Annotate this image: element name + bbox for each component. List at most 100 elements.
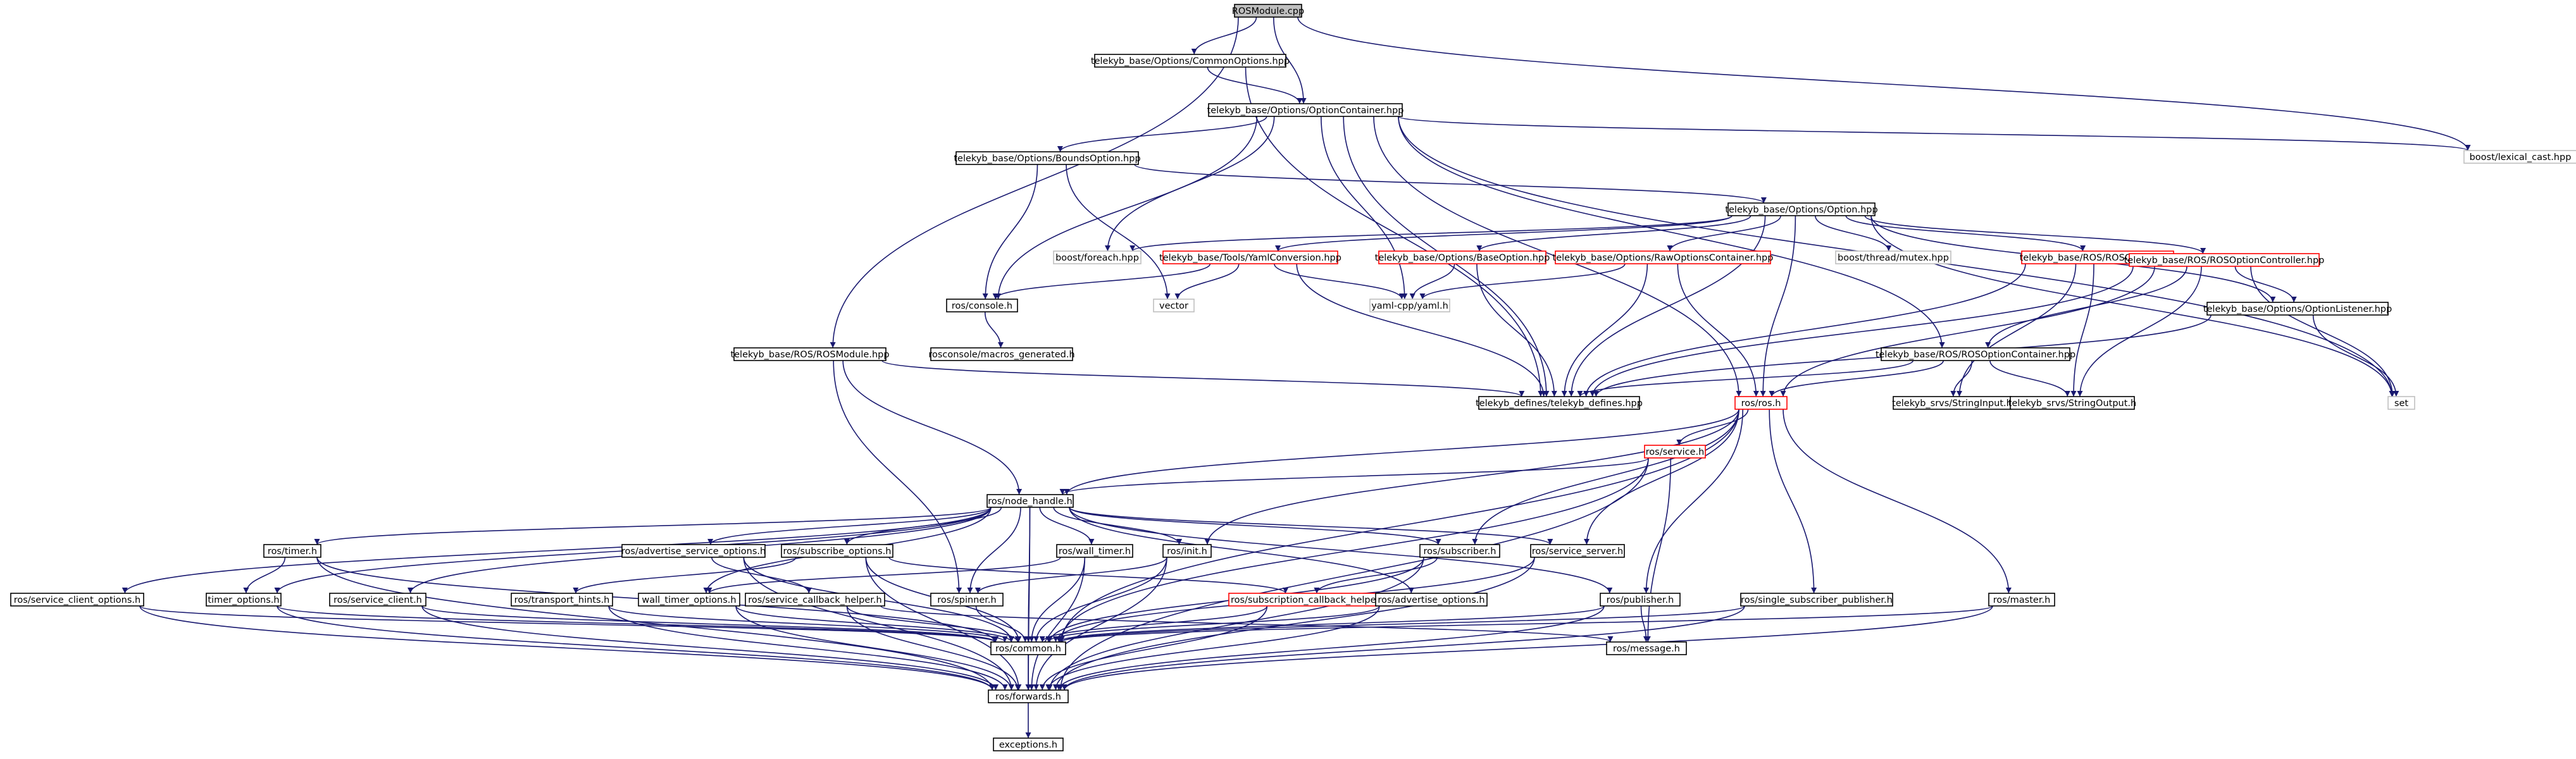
graph-node-node-handle[interactable]: ros/node_handle.h: [986, 494, 1074, 508]
edge-option_container-to-ros_option_container: [1398, 116, 1945, 349]
node-box: [2387, 396, 2415, 410]
node-label: vector: [1159, 301, 1188, 311]
graph-node-service-callback-helper[interactable]: ros/service_callback_helper.h: [745, 593, 885, 607]
node-box: [993, 737, 1064, 751]
node-label: telekyb_base/ROS/ROSOptionContainer.hpp: [1876, 350, 2075, 360]
graph-node-ros-console[interactable]: ros/console.h: [946, 299, 1018, 312]
graph-node-ros-timer[interactable]: ros/timer.h: [263, 544, 321, 558]
graph-node-transport-hints[interactable]: ros/transport_hints.h: [511, 593, 613, 607]
node-box: [1988, 593, 2055, 607]
edge-advertise_options-to-ros_common: [1045, 605, 1380, 643]
graph-node-exceptions[interactable]: exceptions.h: [993, 737, 1064, 751]
node-box: [988, 689, 1069, 703]
graph-node-boost-mutex[interactable]: boost/thread/mutex.hpp: [1835, 250, 1951, 264]
graph-node-vector[interactable]: vector: [1153, 299, 1195, 312]
edge-option-to-boost_foreach: [1129, 215, 1733, 252]
node-box: [733, 347, 887, 361]
node-label: ros/subscribe_options.h: [783, 546, 892, 557]
graph-node-bounds-option[interactable]: telekyb_base/Options/BoundsOption.hpp: [954, 151, 1141, 165]
graph-node-ros-master[interactable]: ros/master.h: [1988, 593, 2055, 607]
graph-node-string-output[interactable]: telekyb_srvs/StringOutput.h: [2008, 396, 2136, 410]
graph-node-ros-subscriber[interactable]: ros/subscriber.h: [1419, 544, 1500, 558]
node-box: [745, 593, 885, 607]
graph-node-advertise-options[interactable]: ros/advertise_options.h: [1375, 593, 1488, 607]
graph-node-service-client[interactable]: ros/service_client.h: [329, 593, 426, 607]
edge-service_client_options-to-ros_common: [139, 605, 998, 643]
node-box: [1162, 544, 1212, 558]
edge-raw_options_container-to-yaml_cpp: [1419, 263, 1626, 300]
node-label: boost/foreach.hpp: [1055, 253, 1139, 263]
node-label: ROSModule.cpp: [1232, 6, 1304, 16]
graph-node-subscription-callback-helper[interactable]: ros/subscription_callback_helper.h: [1228, 593, 1390, 607]
graph-node-ros-option-controller[interactable]: telekyb_base/ROS/ROSOptionController.hpp: [2124, 253, 2325, 267]
graph-node-set[interactable]: set: [2387, 396, 2415, 410]
graph-node-boost-foreach[interactable]: boost/foreach.hpp: [1053, 250, 1142, 264]
edge-node_handle-to-ros_publisher: [1069, 507, 1613, 594]
graph-node-common-options[interactable]: telekyb_base/Options/CommonOptions.hpp: [1091, 54, 1290, 68]
graph-node-telekyb-defines[interactable]: telekyb_defines/telekyb_defines.hpp: [1476, 396, 1643, 410]
edge-transport_hints-to-ros_forwards: [608, 605, 1008, 691]
graph-node-ros-forwards[interactable]: ros/forwards.h: [988, 689, 1069, 703]
node-box: [1835, 250, 1951, 264]
node-label: ros/ros.h: [1741, 398, 1781, 409]
edge-common_options-to-telekyb_defines: [1245, 66, 1544, 397]
node-box: [1369, 299, 1450, 312]
graph-node-option[interactable]: telekyb_base/Options/Option.hpp: [1725, 202, 1878, 216]
graph-node-ros-service[interactable]: ros/service.h: [1644, 445, 1706, 459]
graph-node-option-listener[interactable]: telekyb_base/Options/OptionListener.hpp: [2203, 302, 2392, 316]
node-label: ros/service_client_options.h: [14, 595, 140, 605]
graph-node-ros-ros-h[interactable]: ros/ros.h: [1734, 396, 1788, 410]
edge-ros_timer-to-timer_options: [243, 557, 286, 594]
graph-node-rosmodule-cpp[interactable]: ROSModule.cpp: [1232, 4, 1304, 18]
graph-node-ros-publisher[interactable]: ros/publisher.h: [1600, 593, 1681, 607]
node-label: telekyb_defines/telekyb_defines.hpp: [1476, 398, 1643, 409]
node-label: ros/common.h: [995, 644, 1061, 654]
node-label: telekyb_base/Options/BaseOption.hpp: [1375, 253, 1550, 263]
edge-ros_spinner-to-ros_common: [975, 605, 1028, 643]
graph-node-wall-timer-options[interactable]: wall_timer_options.h: [638, 593, 740, 607]
graph-node-yaml-conversion[interactable]: telekyb_base/Tools/YamlConversion.hpp: [1159, 250, 1341, 264]
node-box: [1530, 544, 1625, 558]
graph-node-ros-rosmodule-hpp[interactable]: telekyb_base/ROS/ROSModule.hpp: [730, 347, 890, 361]
graph-node-ros-init[interactable]: ros/init.h: [1162, 544, 1212, 558]
node-label: telekyb_base/ROS/ROSOptionController.hpp: [2124, 256, 2325, 266]
edge-ros_rosmodule_hpp-to-ros_spinner: [833, 360, 962, 594]
edge-yaml_conversion-to-ros_console: [992, 263, 1211, 300]
graph-node-option-container[interactable]: telekyb_base/Options/OptionContainer.hpp: [1207, 103, 1404, 117]
graph-node-service-server[interactable]: ros/service_server.h: [1530, 544, 1625, 558]
edge-bounds_option-to-option: [1134, 164, 1767, 204]
graph-node-subscribe-options[interactable]: ros/subscribe_options.h: [781, 544, 893, 558]
node-label: ros/forwards.h: [995, 692, 1061, 702]
edge-service_client-to-ros_common: [421, 605, 999, 643]
graph-node-ros-spinner[interactable]: ros/spinner.h: [930, 593, 1004, 607]
node-box: [10, 593, 144, 607]
graph-node-ros-common[interactable]: ros/common.h: [990, 641, 1066, 655]
graph-node-wall-timer[interactable]: ros/wall_timer.h: [1056, 544, 1133, 558]
node-box: [946, 299, 1018, 312]
node-box: [1153, 299, 1195, 312]
graph-node-ros-option-container[interactable]: telekyb_base/ROS/ROSOptionContainer.hpp: [1876, 347, 2075, 361]
graph-node-base-option[interactable]: telekyb_base/Options/BaseOption.hpp: [1375, 250, 1550, 264]
edge-ros_option-to-string_output: [2070, 263, 2094, 397]
graph-node-yaml-cpp[interactable]: yaml-cpp/yaml.h: [1369, 299, 1450, 312]
edge-common_options-to-option_container: [1207, 66, 1303, 104]
graph-node-rosconsole-macros[interactable]: rosconsole/macros_generated.h: [928, 347, 1075, 361]
graph-node-raw-options-container[interactable]: telekyb_base/Options/RawOptionsContainer…: [1553, 250, 1774, 264]
graph-node-timer-options[interactable]: timer_options.h: [206, 593, 282, 607]
node-box: [2206, 302, 2389, 316]
edge-option_container-to-yaml_cpp: [1321, 116, 1408, 300]
graph-node-ros-message[interactable]: ros/message.h: [1606, 641, 1687, 655]
edge-option-to-telekyb_defines: [1568, 215, 1766, 397]
node-label: ros/advertise_options.h: [1378, 595, 1484, 605]
edge-ros_option_controller-to-set: [2250, 266, 2396, 397]
graph-node-lexical-cast[interactable]: boost/lexical_cast.hpp: [2463, 150, 2576, 164]
edge-ros_option-to-string_input: [1957, 263, 2077, 397]
graph-node-string-input[interactable]: telekyb_srvs/StringInput.h: [1892, 396, 2012, 410]
edges-layer: [121, 16, 2471, 738]
edge-single_subscriber_publisher-to-ros_forwards: [1061, 605, 1745, 691]
node-label: telekyb_base/Options/BoundsOption.hpp: [954, 154, 1140, 164]
graph-node-single-subscriber-publisher[interactable]: ros/single_subscriber_publisher.h: [1740, 593, 1893, 607]
edge-subscribe_options-to-transport_hints: [573, 557, 797, 594]
graph-node-service-client-options[interactable]: ros/service_client_options.h: [10, 593, 144, 607]
graph-node-advertise-service-options[interactable]: ros/advertise_service_options.h: [621, 544, 766, 558]
